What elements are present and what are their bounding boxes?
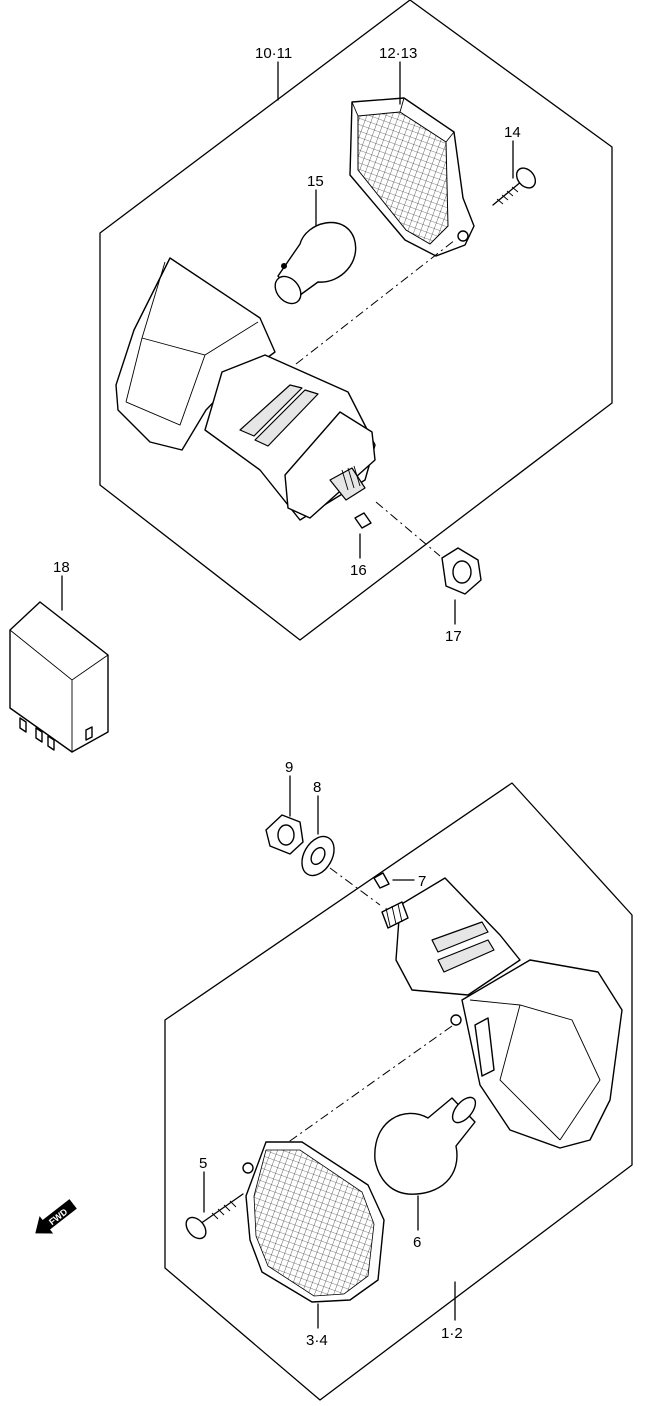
lens-3-4 [242, 1141, 385, 1303]
label-17: 17 [445, 628, 462, 645]
label-9: 9 [285, 759, 293, 776]
label-16: 16 [350, 562, 367, 579]
label-1-2: 1·2 [441, 1325, 463, 1342]
screw-14 [492, 167, 537, 206]
label-7: 7 [418, 873, 426, 890]
lower-turn-signal-housing [279, 867, 623, 1149]
upper-assembly-frame [99, 0, 613, 641]
washer-8 [301, 835, 335, 877]
label-18: 18 [53, 559, 70, 576]
label-10-11: 10·11 [255, 45, 292, 62]
lower-assembly-frame [164, 782, 633, 1401]
label-12-13: 12·13 [379, 45, 417, 62]
nut-17 [375, 501, 482, 595]
bulb-15 [274, 221, 357, 305]
upper-turn-signal-housing [115, 239, 456, 521]
forward-arrow-icon: FWD [35, 1199, 77, 1234]
label-5: 5 [199, 1155, 207, 1172]
wedge-16 [354, 512, 372, 529]
nut-9 [265, 814, 304, 855]
label-14: 14 [504, 124, 521, 141]
label-3-4: 3·4 [306, 1332, 328, 1349]
screw-5 [185, 1193, 244, 1240]
part-labels: 10·11 12·13 14 15 16 17 18 9 8 7 5 6 3·4… [53, 45, 521, 1349]
label-6: 6 [413, 1234, 421, 1251]
relay-18 [9, 601, 109, 753]
leader-lines [61, 61, 514, 1329]
wedge-7 [373, 872, 390, 889]
bulb-6 [374, 1096, 477, 1195]
label-15: 15 [307, 173, 324, 190]
lens-12-13 [349, 97, 475, 257]
label-8: 8 [313, 779, 321, 796]
